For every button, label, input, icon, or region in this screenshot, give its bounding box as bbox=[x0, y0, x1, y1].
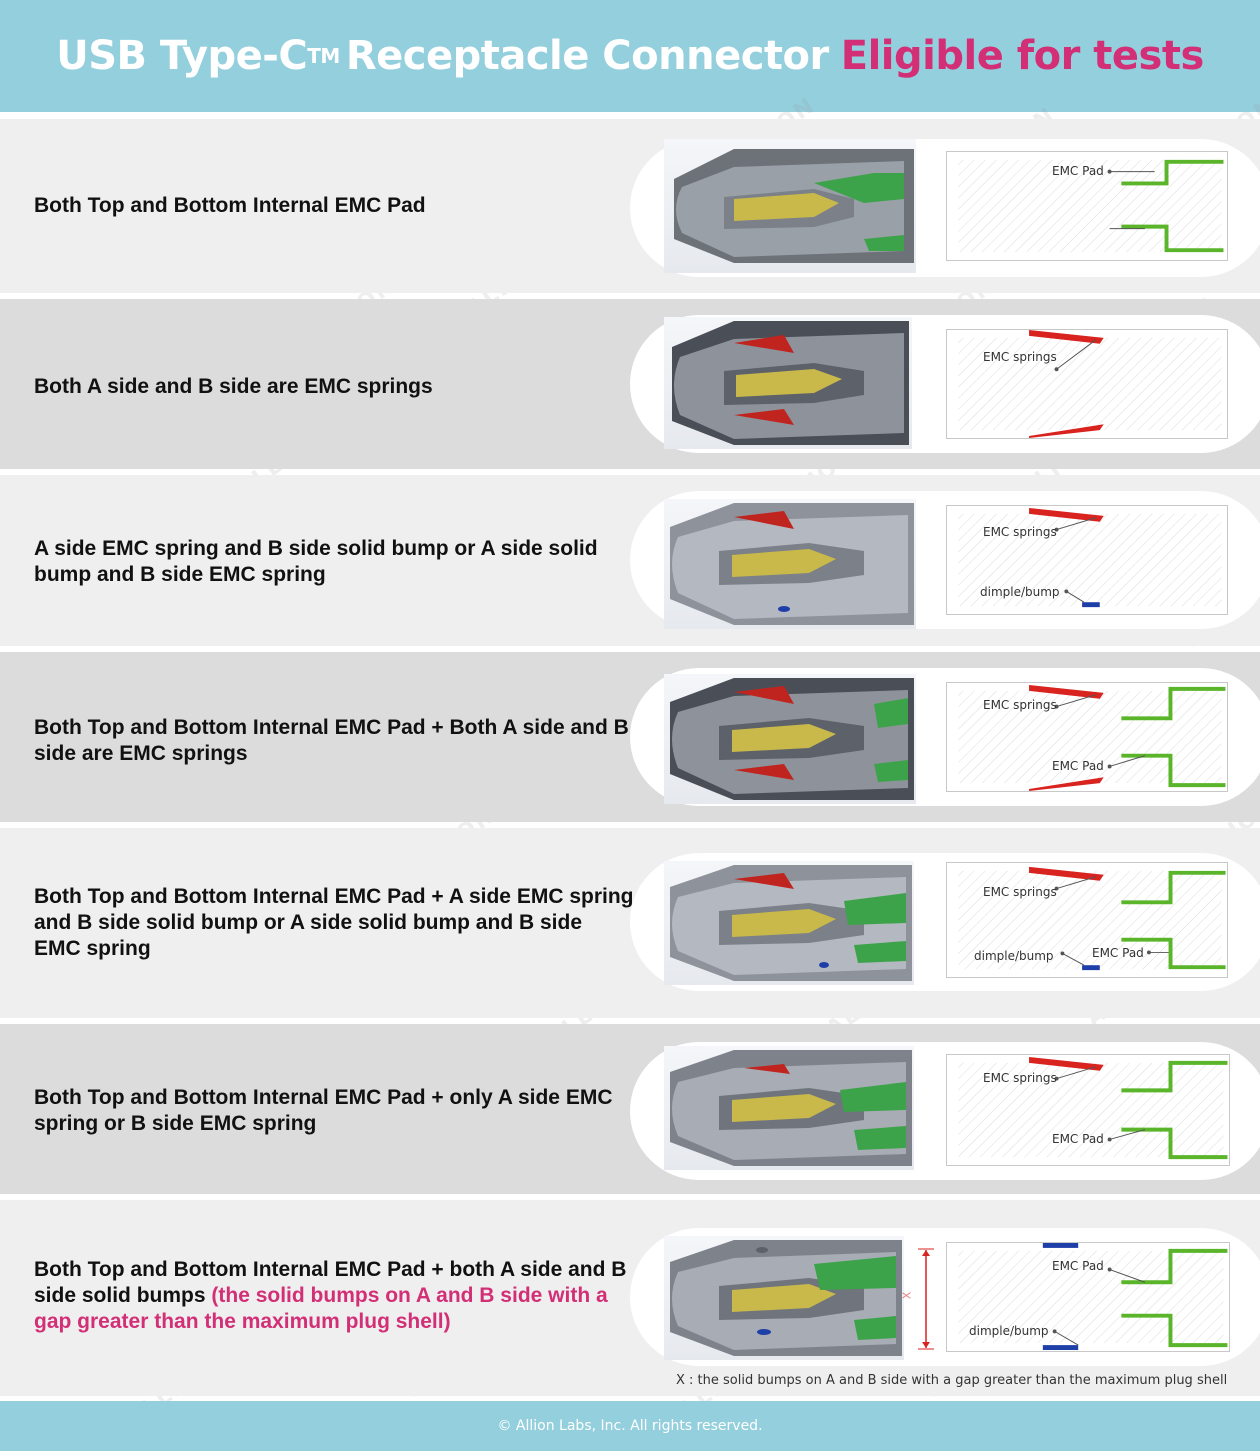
copyright-footer: © Allion Labs, Inc. All rights reserved. bbox=[0, 1401, 1260, 1451]
title-rest: Receptacle Connector bbox=[345, 33, 829, 79]
row-emc-pad: Both Top and Bottom Internal EMC Pad bbox=[0, 119, 1260, 293]
callout-emc-pad: EMC Pad bbox=[1052, 1259, 1104, 1273]
dimension-label: X bbox=[900, 1291, 914, 1300]
connector-3d-render bbox=[664, 1046, 914, 1170]
cross-section-graphic bbox=[958, 330, 1222, 438]
cross-section-graphic bbox=[958, 1243, 1228, 1351]
cross-section-drawing bbox=[946, 682, 1228, 792]
row-pad-and-springs: Both Top and Bottom Internal EMC Pad + B… bbox=[0, 652, 1260, 822]
row-label: Both Top and Bottom Internal EMC Pad + A… bbox=[34, 885, 634, 960]
callout-emc-pad: EMC Pad bbox=[1052, 759, 1104, 773]
callout-emc-springs: EMC springs bbox=[983, 885, 1057, 899]
title-main: USB Type-C bbox=[56, 33, 308, 79]
cross-section-drawing bbox=[946, 862, 1228, 978]
row-label: Both Top and Bottom Internal EMC Pad + B… bbox=[34, 716, 629, 765]
row-label: Both Top and Bottom Internal EMC Pad + o… bbox=[34, 1086, 613, 1135]
callout-emc-springs: EMC springs bbox=[983, 350, 1057, 364]
row-spring-and-bump: A side EMC spring and B side solid bump … bbox=[0, 475, 1260, 646]
cross-section-drawing bbox=[946, 329, 1228, 439]
callout-dimple-bump: dimple/bump bbox=[969, 1324, 1049, 1338]
connector-3d-render bbox=[664, 674, 916, 804]
trademark-mark: TM bbox=[307, 44, 340, 68]
cross-section-drawing bbox=[946, 1242, 1230, 1352]
cross-section-graphic bbox=[958, 1056, 1228, 1160]
callout-emc-pad: EMC Pad bbox=[1052, 1132, 1104, 1146]
cross-section-graphic bbox=[958, 684, 1226, 791]
callout-dimple-bump: dimple/bump bbox=[980, 585, 1060, 599]
connector-render-graphic bbox=[670, 865, 912, 981]
callout-emc-springs: EMC springs bbox=[983, 1071, 1057, 1085]
row-pad-single-spring: Both Top and Bottom Internal EMC Pad + o… bbox=[0, 1024, 1260, 1194]
row-pad-double-bump: Both Top and Bottom Internal EMC Pad + b… bbox=[0, 1200, 1260, 1396]
row-label: Both Top and Bottom Internal EMC Pad bbox=[34, 194, 426, 217]
title-accent: Eligible for tests bbox=[840, 33, 1205, 79]
row-pad-spring-bump: Both Top and Bottom Internal EMC Pad + A… bbox=[0, 828, 1260, 1018]
cross-section-drawing bbox=[946, 151, 1228, 261]
cross-section-graphic bbox=[958, 507, 1222, 608]
callout-emc-springs: EMC springs bbox=[983, 698, 1057, 712]
callout-emc-pad: EMC Pad bbox=[1052, 164, 1104, 178]
dimension-arrow bbox=[918, 1248, 934, 1350]
row-emc-springs: Both A side and B side are EMC springs E… bbox=[0, 299, 1260, 469]
connector-render-graphic bbox=[670, 1050, 912, 1166]
connector-3d-render bbox=[664, 861, 914, 985]
callout-emc-pad: EMC Pad bbox=[1092, 946, 1144, 960]
cross-section-graphic bbox=[958, 159, 1224, 253]
row-label-highlight: (the solid bumps on A and B side with a … bbox=[34, 1284, 608, 1333]
connector-3d-render bbox=[664, 499, 916, 629]
connector-render-graphic bbox=[670, 503, 914, 625]
callout-emc-springs: EMC springs bbox=[983, 525, 1057, 539]
connector-3d-render bbox=[664, 317, 912, 449]
connector-render-graphic bbox=[670, 1240, 902, 1356]
connector-3d-render bbox=[664, 139, 916, 273]
callout-dimple-bump: dimple/bump bbox=[974, 949, 1054, 963]
connector-3d-render bbox=[664, 1236, 904, 1360]
connector-render-graphic bbox=[674, 149, 914, 263]
connector-render-graphic bbox=[670, 678, 914, 800]
row-label: Both A side and B side are EMC springs bbox=[34, 375, 433, 398]
cross-section-drawing bbox=[946, 1054, 1230, 1166]
row-label-main: Both Top and Bottom Internal EMC Pad + b… bbox=[34, 1258, 627, 1307]
row-label: Both Top and Bottom Internal EMC Pad + b… bbox=[34, 1257, 634, 1335]
cross-section-graphic bbox=[958, 866, 1226, 971]
row-label: A side EMC spring and B side solid bump … bbox=[34, 537, 598, 586]
connector-render-graphic bbox=[672, 321, 909, 445]
cross-section-drawing bbox=[946, 505, 1228, 615]
footnote: X : the solid bumps on A and B side with… bbox=[676, 1373, 1228, 1388]
